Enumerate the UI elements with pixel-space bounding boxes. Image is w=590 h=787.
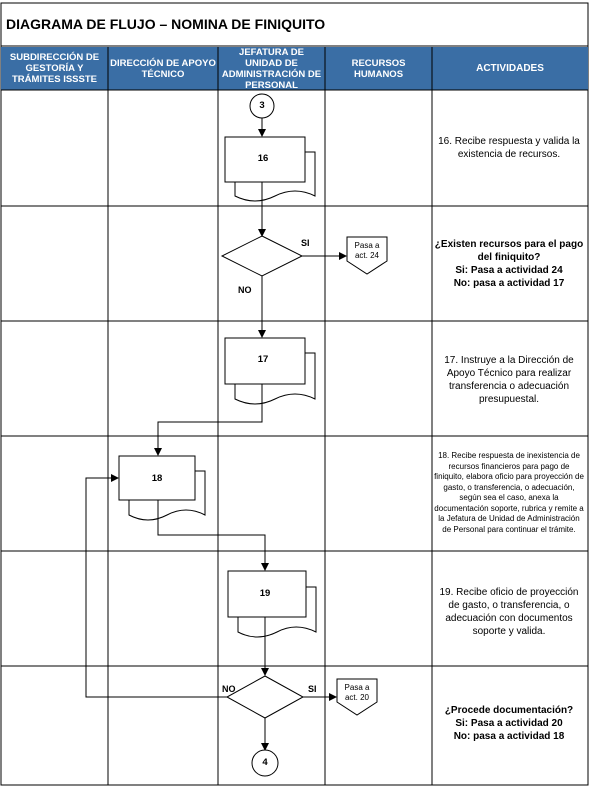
decision-2-yes-label: SI — [308, 684, 317, 694]
column-header-recursos-humanos: RECURSOS HUMANOS — [351, 57, 406, 80]
end-connector-label: 4 — [262, 757, 268, 768]
activity-16: 16. Recibe respuesta y valida la existen… — [438, 136, 580, 160]
decision-1-yes-label: SI — [301, 238, 310, 248]
activity-19: 19. Recibe oficio de proyección de gasto… — [439, 587, 579, 637]
offpage-1-line2: act. 24 — [354, 251, 379, 260]
page-title: DIAGRAMA DE FLUJO – NOMINA DE FINIQUITO — [6, 16, 326, 32]
column-header-subdireccion: SUBDIRECCIÓN DE GESTORÍA Y TRÁMITES ISSS… — [9, 52, 100, 85]
activity-decision-1: ¿Existen recursos para el pago del finiq… — [434, 239, 584, 289]
decision-diamond-1 — [220, 235, 304, 277]
box-19-label: 19 — [259, 588, 271, 599]
activity-18: 18. Recibe respuesta de inexistencia de … — [434, 451, 584, 534]
start-connector-label: 3 — [259, 100, 265, 111]
offpage-connector-1 — [346, 236, 388, 275]
end-connector — [251, 749, 279, 777]
decision-diamond-2 — [225, 675, 305, 719]
activity-decision-2: ¿Procede documentación? Si: Pasa a activ… — [444, 705, 574, 742]
offpage-connector-2 — [336, 678, 378, 716]
box-18-label: 18 — [151, 473, 163, 484]
column-header-actividades: ACTIVIDADES — [476, 63, 544, 74]
header-band — [1, 47, 588, 90]
document-box-18 — [118, 455, 206, 521]
offpage-2-line1: Pasa a — [344, 683, 370, 692]
document-box-16 — [224, 136, 316, 202]
offpage-2-line2: act. 20 — [344, 693, 369, 702]
column-header-jefatura: JEFATURA DE UNIDAD DE ADMINISTRACIÓN DE … — [221, 46, 322, 91]
box-17-label: 17 — [257, 354, 269, 365]
decision-2-no-label: NO — [222, 684, 236, 694]
column-header-direccion: DIRECCIÓN DE APOYO TÉCNICO — [110, 57, 216, 80]
activity-17: 17. Instruye a la Dirección de Apoyo Téc… — [444, 355, 574, 405]
offpage-1-line1: Pasa a — [354, 241, 380, 250]
document-box-17 — [224, 337, 316, 405]
box-16-label: 16 — [257, 153, 269, 164]
decision-1-no-label: NO — [238, 285, 252, 295]
document-box-19 — [227, 570, 317, 638]
